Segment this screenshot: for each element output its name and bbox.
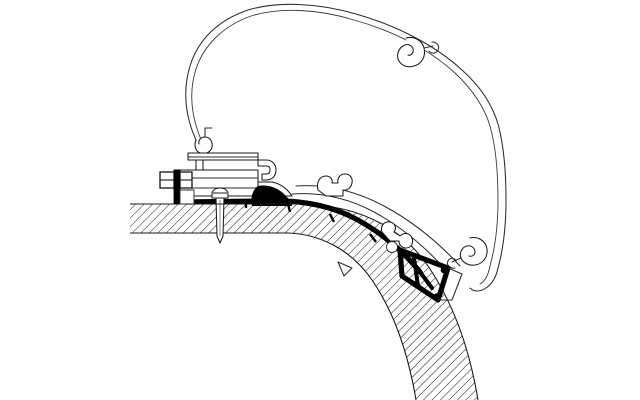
mounting-bracket	[397, 247, 463, 303]
strip-standoffs	[244, 202, 377, 243]
canopy-bottom-hook-icon	[446, 237, 488, 269]
tapping-screw	[211, 187, 229, 244]
rail-cover-profile	[291, 173, 461, 269]
section-marker-icon	[337, 261, 353, 277]
clamp-plate-icon	[173, 169, 181, 205]
bracket-roller-icon	[386, 241, 398, 253]
bracket-pivot-icon	[402, 250, 410, 258]
clamp-block-icon	[179, 189, 195, 205]
hex-bolt-assembly	[159, 169, 195, 205]
canopy-lower-return	[469, 265, 499, 292]
roof-wall-section	[130, 203, 479, 400]
bracket-pivot-icon	[432, 293, 440, 301]
canopy-top-hook-icon	[397, 37, 440, 68]
awning-canopy-outline	[185, 3, 507, 269]
adapter-rail	[177, 152, 293, 197]
bracket-pivot-icon	[440, 266, 448, 274]
